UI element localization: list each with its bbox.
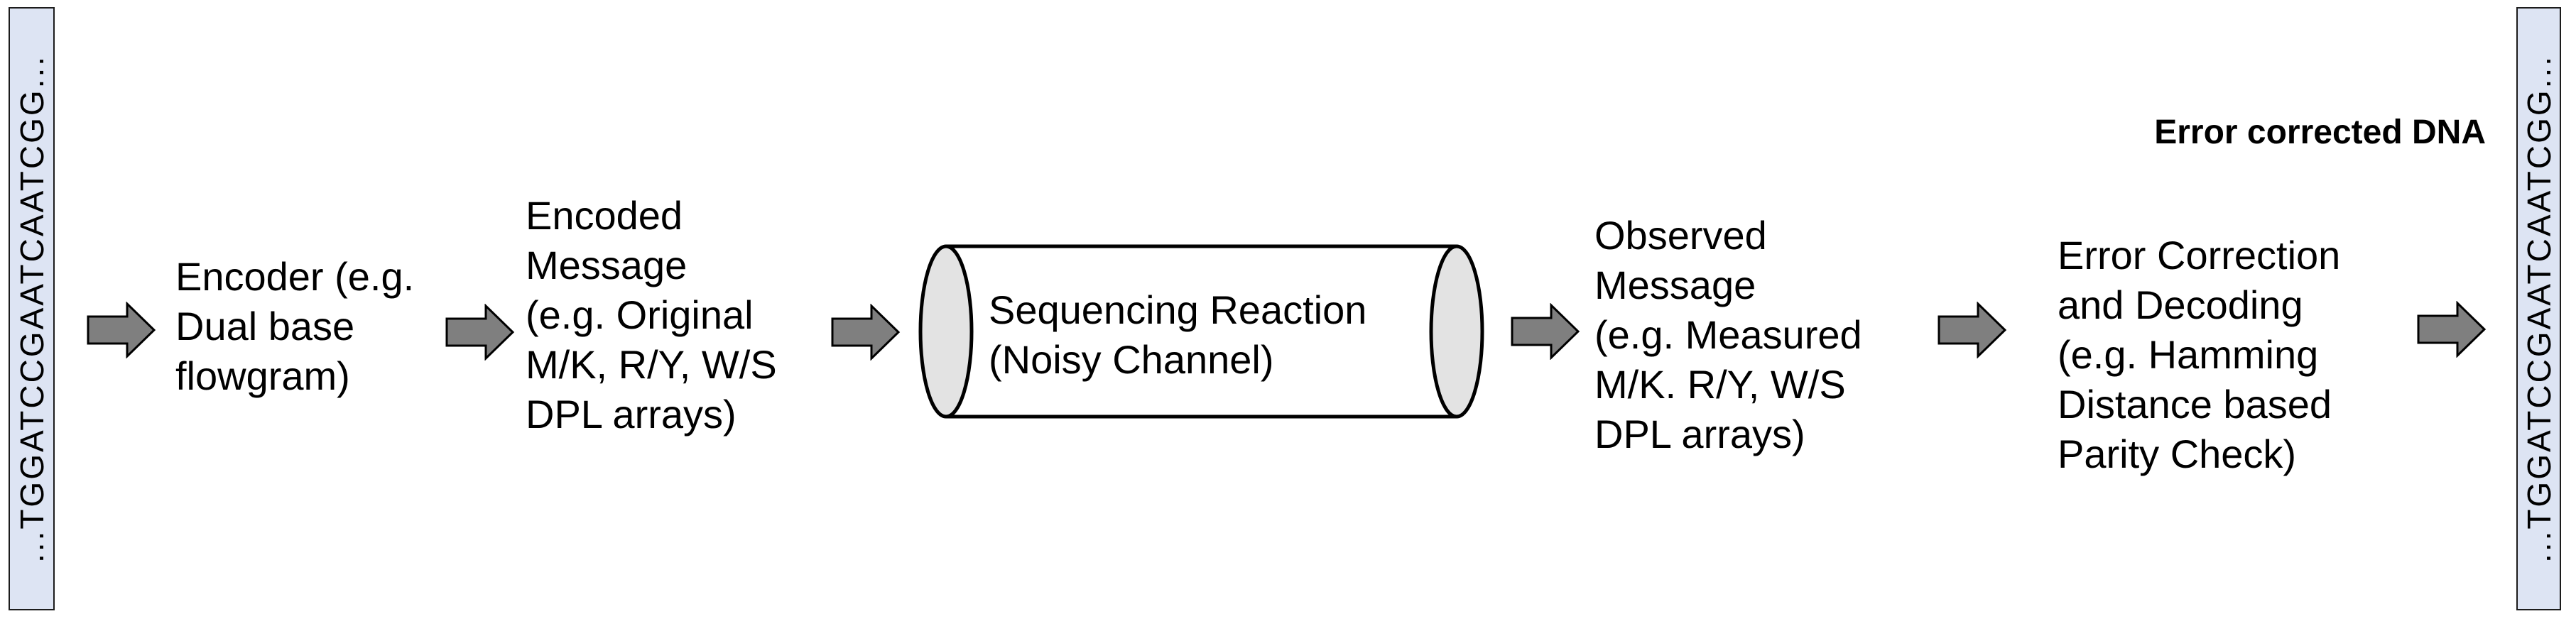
text-line: Encoded bbox=[526, 193, 683, 238]
text-line: (e.g. Original bbox=[526, 292, 754, 337]
flow-arrow-icon bbox=[1511, 303, 1580, 360]
encoder-label: Encoder (e.g. Dual base flowgram) bbox=[175, 252, 414, 401]
dna-output-strip: ...TGGATCCGAATCAATCGG... bbox=[2516, 7, 2561, 610]
text-line: Sequencing Reaction bbox=[989, 287, 1367, 332]
flow-arrow-icon bbox=[445, 304, 515, 361]
text-line: and Decoding bbox=[2058, 282, 2303, 327]
text-line: DPL arrays) bbox=[526, 392, 737, 436]
text-line: M/K. R/Y, W/S bbox=[1594, 362, 1846, 407]
noisy-channel-label: Sequencing Reaction (Noisy Channel) bbox=[989, 285, 1366, 385]
flow-arrow-icon bbox=[1938, 302, 2007, 358]
text-line: DPL arrays) bbox=[1594, 412, 1805, 456]
noisy-channel-cylinder bbox=[916, 241, 1491, 422]
dna-input-sequence: ...TGGATCCGAATCAATCGG... bbox=[13, 54, 50, 564]
text-line: Message bbox=[1594, 263, 1756, 307]
text-line: flowgram) bbox=[175, 353, 350, 398]
cylinder-right-cap bbox=[1429, 244, 1484, 419]
encoded-message-label: Encoded Message (e.g. Original M/K, R/Y,… bbox=[526, 191, 777, 439]
dna-input-strip: ...TGGATCCGAATCAATCGG... bbox=[9, 7, 55, 610]
text-line: (e.g. Hamming bbox=[2058, 332, 2319, 377]
flow-arrow-icon bbox=[2417, 301, 2487, 358]
text-line: (e.g. Measured bbox=[1594, 312, 1862, 357]
observed-message-label: Observed Message (e.g. Measured M/K. R/Y… bbox=[1594, 211, 1862, 459]
error-correction-label: Error Correction and Decoding (e.g. Hamm… bbox=[2058, 231, 2340, 479]
cylinder-left-cap bbox=[918, 244, 974, 419]
text-line: Parity Check) bbox=[2058, 432, 2297, 476]
text-line: Encoder (e.g. bbox=[175, 254, 415, 299]
text-line: Message bbox=[526, 243, 688, 287]
error-corrected-dna-heading: Error corrected DNA bbox=[2154, 114, 2486, 151]
text-line: Observed bbox=[1594, 213, 1767, 258]
text-line: Error Correction bbox=[2058, 233, 2341, 278]
text-line: Dual base bbox=[175, 304, 355, 348]
flow-arrow-icon bbox=[87, 302, 156, 358]
dna-output-sequence: ...TGGATCCGAATCAATCGG... bbox=[2520, 54, 2558, 564]
flow-arrow-icon bbox=[831, 304, 901, 361]
text-line: M/K, R/Y, W/S bbox=[526, 342, 777, 387]
text-line: (Noisy Channel) bbox=[989, 337, 1274, 382]
text-line: Distance based bbox=[2058, 382, 2332, 427]
